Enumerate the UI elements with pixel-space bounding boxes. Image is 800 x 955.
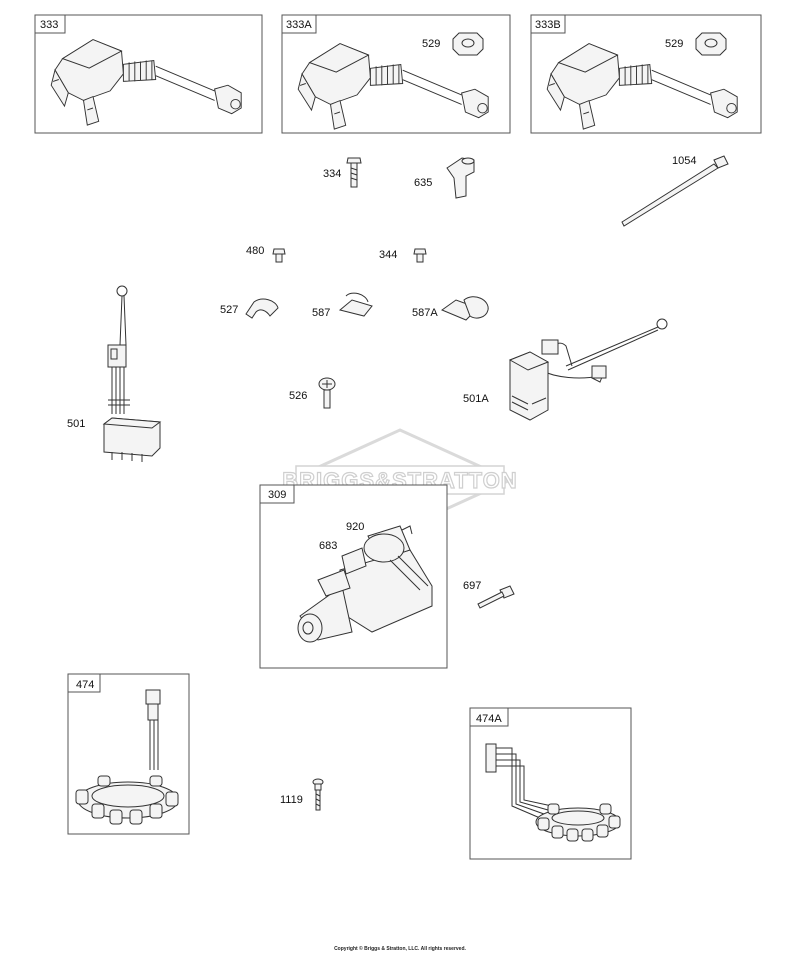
box-333: 333	[34, 14, 263, 134]
stator-474a	[485, 743, 621, 842]
box-label-309: 309	[268, 489, 286, 501]
ignition-coil	[50, 39, 242, 126]
regulator-501a	[508, 318, 668, 421]
callout-529: 529	[665, 38, 683, 50]
starter-motor	[297, 525, 433, 643]
callout-587a: 587A	[412, 307, 438, 319]
ignition-coil	[297, 43, 489, 130]
box-label-333: 333	[40, 19, 58, 31]
stator-474	[75, 689, 179, 825]
bolt-697	[477, 585, 515, 609]
callout-635: 635	[414, 177, 432, 189]
callout-501: 501	[67, 418, 85, 430]
box-474: 474	[67, 673, 190, 835]
callout-697: 697	[463, 580, 481, 592]
callout-334: 334	[323, 168, 341, 180]
regulator-501	[102, 285, 162, 462]
callout-587: 587	[312, 307, 330, 319]
bolt-344	[413, 248, 427, 263]
clamp-587a	[440, 296, 489, 321]
screw-526	[318, 377, 336, 409]
screw-1119	[312, 778, 324, 811]
box-label-333a: 333A	[286, 19, 312, 31]
clamp-587	[338, 292, 373, 317]
screw-334	[346, 157, 362, 188]
nut-529	[452, 32, 484, 56]
callout-501a: 501A	[463, 393, 489, 405]
callout-527: 527	[220, 304, 238, 316]
callout-1054: 1054	[672, 155, 696, 167]
box-label-474a: 474A	[476, 713, 502, 725]
box-474a: 474A	[469, 707, 632, 860]
callout-344: 344	[379, 249, 397, 261]
box-333b: 333B 529	[530, 14, 762, 134]
bolt-480	[272, 248, 286, 263]
ignition-coil	[546, 43, 738, 130]
callout-480: 480	[246, 245, 264, 257]
callout-1119: 1119	[280, 794, 303, 806]
spark-plug-boot-635	[446, 157, 475, 199]
callout-529: 529	[422, 38, 440, 50]
cable-tie-1054	[621, 155, 729, 227]
box-label-333b: 333B	[535, 19, 561, 31]
box-309: 309 920 683	[259, 484, 448, 669]
nut-529	[695, 32, 727, 56]
callout-683: 683	[319, 540, 337, 552]
callout-526: 526	[289, 390, 307, 402]
callout-920: 920	[346, 521, 364, 533]
box-333a: 333A 529	[281, 14, 511, 134]
clip-527	[245, 298, 279, 319]
box-label-474: 474	[76, 679, 94, 691]
copyright-notice: Copyright © Briggs & Stratton, LLC. All …	[334, 946, 466, 952]
